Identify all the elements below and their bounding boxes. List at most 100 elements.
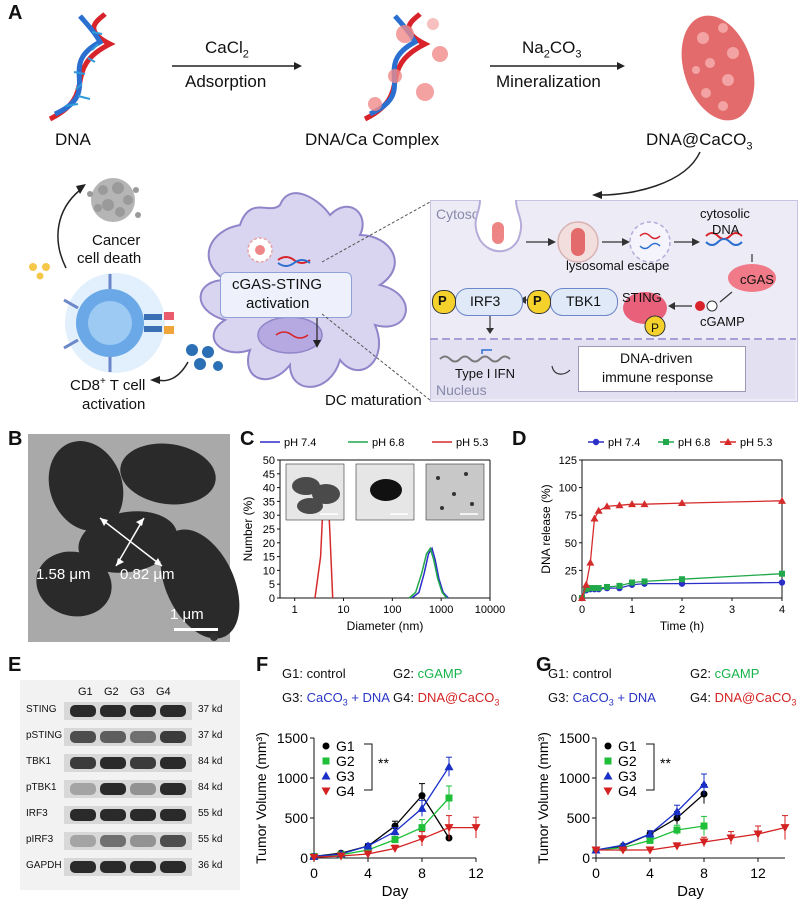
- tem-particle: [452, 492, 456, 496]
- dna-helix-icon: [48, 12, 116, 122]
- y-tick-label: 50: [565, 538, 577, 550]
- y-axis-label: DNA release (%): [539, 484, 553, 573]
- x-tick-label: 1000: [429, 604, 453, 616]
- wb-band: [130, 861, 156, 873]
- dna-ca-complex-icon: [363, 12, 448, 122]
- x-tick-label: 12: [468, 865, 484, 881]
- arrow-step1-icon: [172, 62, 302, 70]
- wb-size-label: 84 kd: [198, 756, 223, 767]
- data-point: [583, 586, 590, 593]
- wb-band: [130, 731, 156, 743]
- g-legend-g2: G2: cGAMP: [690, 666, 760, 681]
- series-line: [408, 546, 448, 599]
- data-point: [645, 846, 655, 855]
- significance-bracket: [646, 743, 655, 791]
- data-point: [616, 582, 623, 589]
- wb-band: [70, 809, 96, 821]
- legend-label: pH 5.3: [456, 437, 488, 449]
- legend-marker: [321, 787, 331, 796]
- significance-label: **: [378, 755, 389, 771]
- y-tick-label: 1000: [559, 770, 590, 786]
- y-tick-label: 75: [565, 510, 577, 522]
- scale-bar-label: 1 μm: [170, 606, 204, 623]
- wb-protein-label: TBK1: [26, 756, 52, 767]
- dna-caco3-particle-icon: [681, 15, 755, 121]
- series-line: [411, 546, 449, 599]
- cytosolic-dna-1: cytosolic: [700, 206, 750, 221]
- dna-label: DNA: [55, 130, 91, 149]
- x-tick-label: 3: [729, 604, 735, 616]
- panel-e-letter: E: [8, 654, 22, 676]
- data-point: [364, 846, 372, 854]
- wb-protein-label: pSTING: [26, 730, 63, 741]
- data-point: [309, 853, 319, 862]
- data-point: [444, 824, 454, 833]
- data-point: [753, 830, 763, 839]
- data-point: [641, 578, 648, 585]
- y-tick-label: 1500: [559, 730, 590, 746]
- wb-band: [160, 835, 186, 847]
- cancer-death-2: cell death: [77, 250, 142, 267]
- y-tick-label: 45: [263, 469, 275, 481]
- data-point: [604, 583, 610, 590]
- step1-process: Adsorption: [185, 72, 267, 91]
- tem-inset: [355, 463, 415, 521]
- data-point: [390, 844, 400, 853]
- y-tick-label: 125: [559, 455, 577, 467]
- wb-band: [70, 757, 96, 769]
- data-point: [417, 803, 427, 812]
- wb-band: [130, 705, 156, 717]
- f-legend-g4: G4: DNA@CaCO3: [393, 690, 500, 708]
- wb-band: [100, 809, 126, 821]
- data-point: [700, 822, 708, 830]
- wb-band: [160, 861, 186, 873]
- wb-band-row: [64, 780, 192, 798]
- wb-band: [160, 731, 186, 743]
- data-point: [603, 502, 611, 510]
- data-point: [679, 576, 685, 583]
- y-tick-label: 0: [582, 850, 590, 866]
- tem-particle: [470, 502, 474, 506]
- g-legend-g3: G3: CaCO3 + DNA: [548, 690, 656, 708]
- wb-band: [70, 861, 96, 873]
- x-tick-label: 1: [629, 604, 635, 616]
- data-point: [779, 570, 785, 577]
- legend-label: pH 6.8: [678, 437, 710, 449]
- panel-c-letter: C: [240, 428, 255, 450]
- wb-band: [160, 783, 186, 795]
- g-legend-g4: G4: DNA@CaCO3: [690, 690, 797, 708]
- legend-marker: [603, 787, 613, 796]
- data-point: [673, 826, 681, 834]
- x-tick-label: 100: [383, 604, 401, 616]
- wb-band-row: [64, 702, 192, 720]
- legend-label: G3: [618, 768, 637, 784]
- data-point: [591, 846, 601, 855]
- data-point: [417, 835, 427, 844]
- product-label: DNA@CaCO3: [646, 130, 753, 153]
- data-point: [663, 439, 669, 445]
- curved-arrow-icon: [592, 151, 701, 199]
- wb-band: [100, 731, 126, 743]
- legend-label: G4: [336, 783, 355, 799]
- wb-band: [70, 731, 96, 743]
- arrow-ifn-icon: [551, 365, 571, 375]
- legend-label: G3: [336, 768, 355, 784]
- legend-marker: [604, 742, 612, 750]
- wb-size-label: 55 kd: [198, 834, 223, 845]
- series-line: [596, 826, 786, 851]
- arrow-step2-icon: [490, 62, 625, 70]
- wb-band-row: [64, 728, 192, 746]
- x-tick-label: 4: [779, 604, 785, 616]
- step1-reagent: CaCl2: [205, 38, 249, 61]
- tcell-label-1: CD8+ T cell: [70, 376, 146, 394]
- y-tick-label: 5: [269, 579, 275, 591]
- length-label-2: 0.82 μm: [120, 566, 175, 583]
- legend-label: G2: [336, 753, 355, 769]
- data-point: [724, 438, 732, 445]
- wb-band: [130, 783, 156, 795]
- y-tick-label: 500: [567, 810, 591, 826]
- y-axis-label: Number (%): [241, 497, 255, 562]
- wb-band: [70, 705, 96, 717]
